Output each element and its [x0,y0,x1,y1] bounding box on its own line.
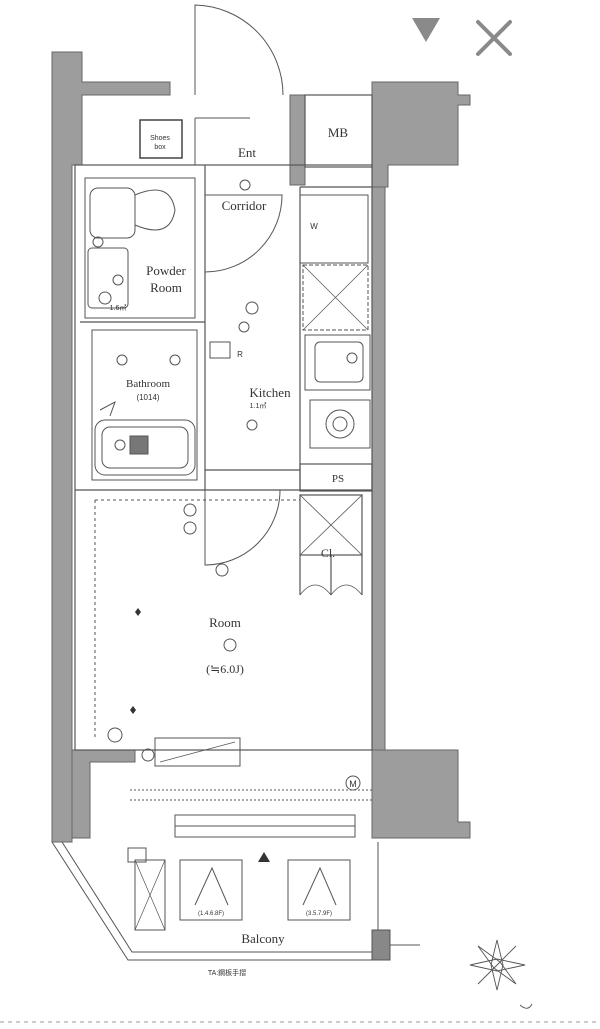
close-icon[interactable] [470,14,518,62]
corridor-label: Corridor [222,198,267,213]
powder-area-label: 1.6㎡ [110,304,127,312]
m-mark-label: M [349,779,357,789]
shoe-box [139,119,183,159]
r-mark-label: R [237,350,243,359]
ps-label: PS [332,473,344,485]
room-label: Room [209,615,241,630]
ac-left-label: (1.4.6.8F) [198,911,224,917]
balcony-note-label: TA:鋼板手摺 [208,968,246,977]
w-mark-label: W [310,222,318,231]
dropdown-icon[interactable] [408,14,444,46]
bath-size-label: (1014) [136,393,159,402]
kitchen-area-label: 1.1㎡ [250,402,267,410]
room-size-label: (≒6.0J) [206,662,244,676]
powder-room-label-2: Room [150,280,182,295]
entrance-label: Ent [238,145,256,160]
ac-right-label: (3.5.7.9F) [306,911,332,917]
mb-label: MB [328,125,349,140]
walls [51,51,471,843]
mb-room [304,94,373,168]
balcony-label: Balcony [241,931,285,946]
closet-label: Cl. [321,546,335,560]
powder-room-label: Powder [146,263,186,278]
bathroom-label: Bathroom [126,378,170,390]
compass [469,939,533,1009]
kitchen-label: Kitchen [249,385,291,400]
